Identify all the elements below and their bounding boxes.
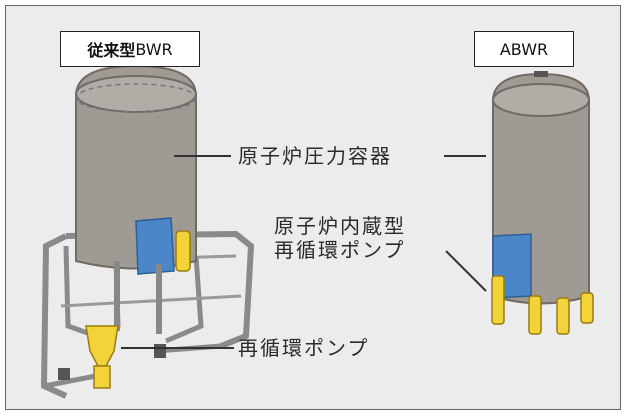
abwr-label: ABWR [474,31,574,67]
recirculation-pump-label: 再循環ポンプ [238,336,370,360]
internal-pump-label-line2: 再循環ポンプ [274,238,406,262]
conventional-label-bold: 従来型 [87,41,136,60]
abwr-drawing [491,71,594,335]
pressure-vessel-label: 原子炉圧力容器 [238,144,392,168]
internal-pump-label-line1: 原子炉内蔵型 [274,214,406,238]
conventional-bwr-drawing [40,64,255,399]
vessel-illustration [40,64,594,399]
leader-lines [121,155,487,349]
conventional-label-suffix: BWR [135,39,173,59]
